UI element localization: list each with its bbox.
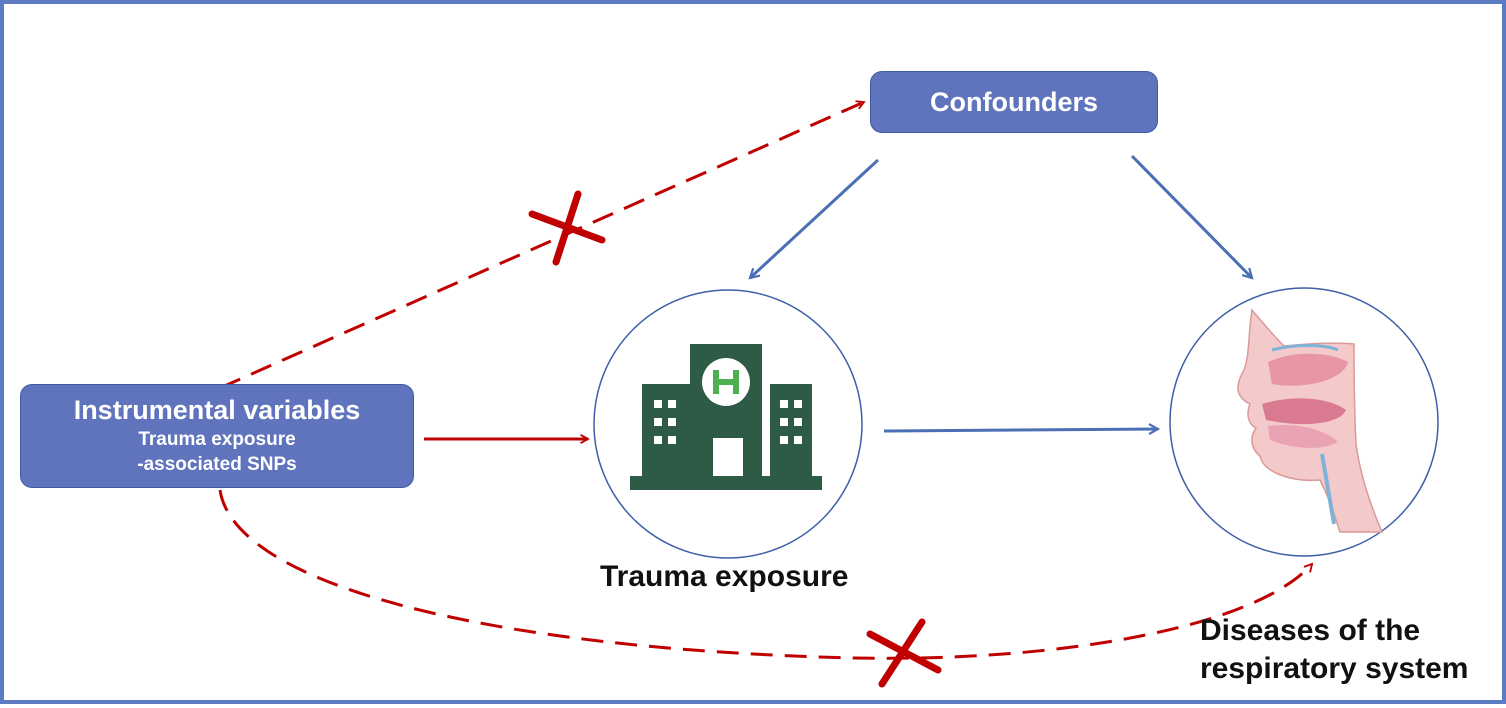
respiratory-disease-label-line1: Diseases of the xyxy=(1200,614,1421,647)
blocked-x-icon-lower xyxy=(866,618,942,688)
hospital-icon xyxy=(630,344,822,490)
edge-confounders-to-trauma xyxy=(750,158,880,278)
instrumental-variables-subtitle-1: Trauma exposure xyxy=(138,429,296,450)
diagram-svg xyxy=(218,4,1439,688)
confounders-label: Confounders xyxy=(930,86,1098,117)
edge-iv-to-confounders xyxy=(219,102,864,390)
trauma-exposure-label: Trauma exposure xyxy=(600,560,849,593)
instrumental-variables-title: Instrumental variables xyxy=(73,395,361,425)
respiratory-disease-label-line2: respiratory system xyxy=(1200,652,1469,685)
confounders-box: Confounders xyxy=(870,71,1158,133)
blocked-x-icon-upper xyxy=(528,190,606,266)
edge-confounders-to-disease xyxy=(1130,154,1252,278)
instrumental-variables-subtitle-2: -associated SNPs xyxy=(137,454,297,475)
instrumental-variables-box: Instrumental variables Trauma exposure -… xyxy=(20,384,414,488)
respiratory-disease-label: Diseases of the respiratory system xyxy=(1200,612,1468,688)
edge-iv-to-disease xyxy=(218,489,1312,660)
respiratory-tract-icon xyxy=(1237,308,1384,533)
edge-trauma-to-disease xyxy=(883,429,1158,431)
